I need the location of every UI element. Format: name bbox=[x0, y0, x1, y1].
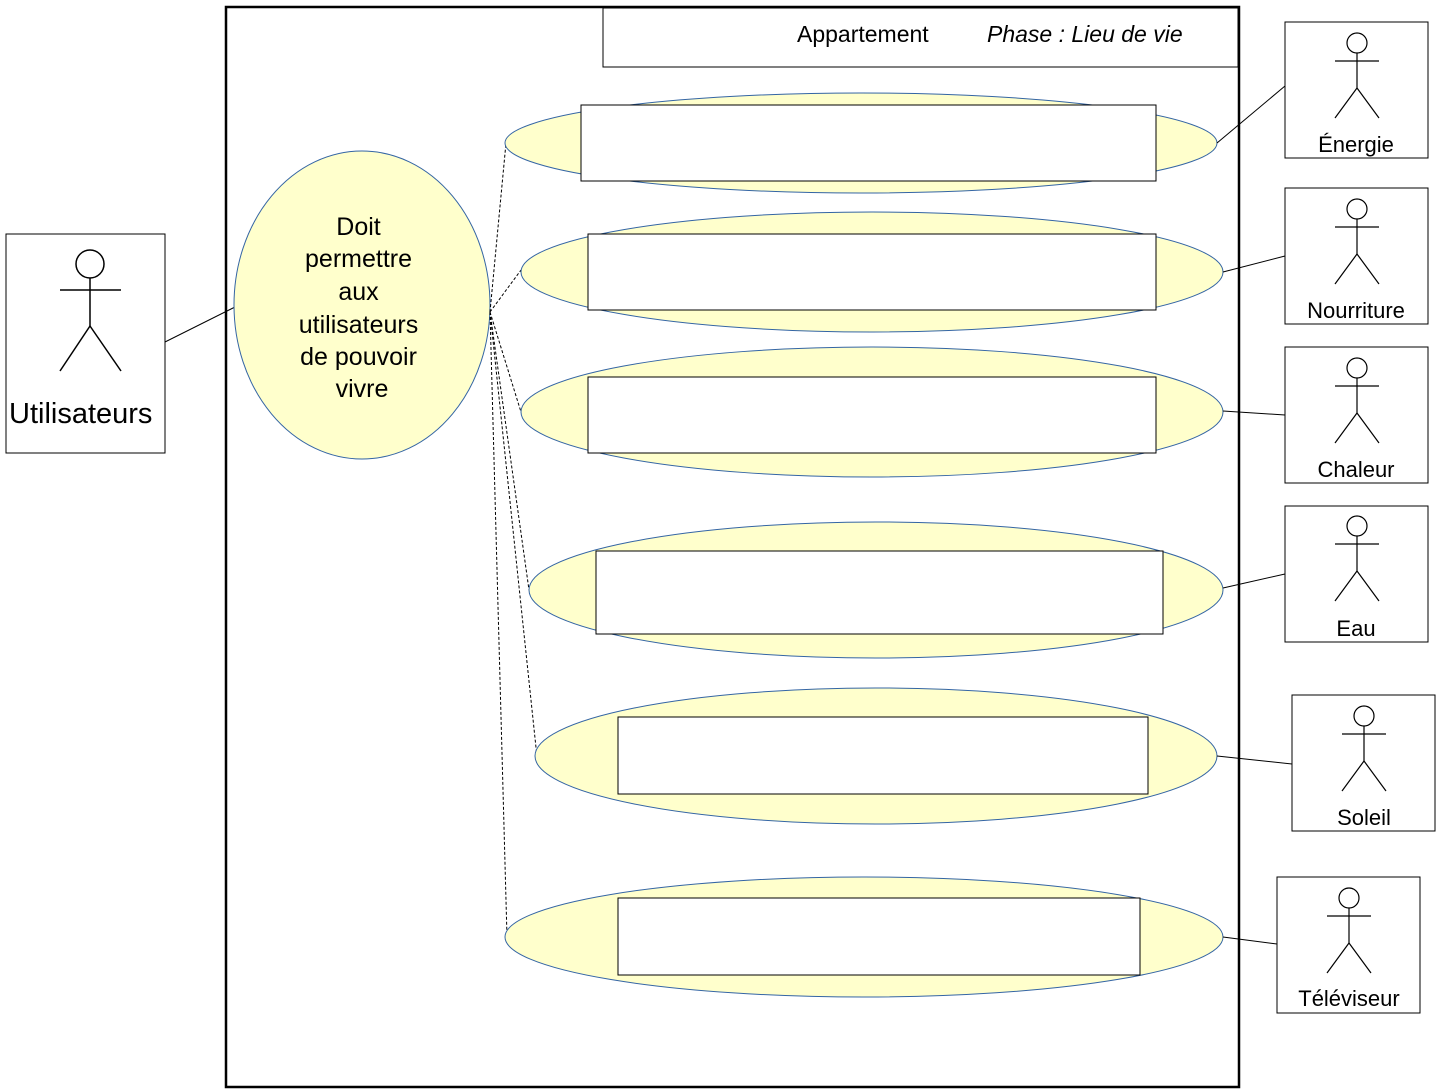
sub-use-case bbox=[520, 346, 1224, 478]
stick-figure-icon bbox=[1334, 515, 1380, 602]
actor-label: Soleil bbox=[1337, 805, 1391, 830]
actor-label: Nourriture bbox=[1307, 298, 1405, 323]
association-line bbox=[1222, 255, 1286, 273]
stick-figure-icon bbox=[1341, 705, 1387, 792]
main-use-case-line: de pouvoir bbox=[300, 343, 417, 371]
association-line bbox=[164, 306, 236, 343]
association-line bbox=[1222, 410, 1286, 416]
actor-nourriture: Nourriture bbox=[1284, 187, 1429, 325]
include-line bbox=[489, 311, 508, 938]
include-line bbox=[489, 311, 522, 413]
actor-chaleur: Chaleur bbox=[1284, 346, 1429, 484]
actor-label: Énergie bbox=[1318, 132, 1394, 157]
actor-label: Chaleur bbox=[1317, 457, 1394, 482]
include-line bbox=[489, 269, 522, 313]
sub-use-case bbox=[534, 687, 1218, 825]
stick-figure-icon bbox=[1326, 887, 1372, 974]
association-lines bbox=[1216, 85, 1293, 945]
main-use-case-line: utilisateurs bbox=[299, 311, 419, 339]
sub-use-case bbox=[520, 211, 1224, 333]
stick-figure-icon bbox=[1334, 198, 1380, 285]
use-case-text-box bbox=[587, 233, 1157, 311]
stick-figure-icon bbox=[1334, 32, 1380, 119]
use-case-text-box bbox=[617, 897, 1141, 976]
main-use-case: Doit permettre aux utilisateurs de pouvo… bbox=[233, 150, 491, 460]
use-case-text-box bbox=[617, 716, 1149, 795]
main-use-case-line: permettre bbox=[305, 245, 412, 273]
sub-use-case bbox=[528, 521, 1224, 659]
actor-eau: Eau bbox=[1284, 505, 1429, 643]
include-line bbox=[489, 142, 507, 313]
svg-text:Doit permettre aux: Doit permettre aux utilisateurs de pouvo… bbox=[299, 213, 425, 403]
actor-label: Utilisateurs bbox=[9, 398, 152, 430]
actor-energie: Énergie bbox=[1284, 21, 1429, 159]
use-case-text-box bbox=[595, 550, 1164, 635]
stick-figure-icon bbox=[1334, 357, 1380, 444]
actor-utilisateurs: Utilisateurs bbox=[5, 233, 166, 454]
actor-label: Eau bbox=[1336, 616, 1375, 641]
association-line bbox=[1216, 85, 1286, 144]
actor-soleil: Soleil bbox=[1291, 694, 1436, 832]
actor-label: Téléviseur bbox=[1298, 986, 1399, 1011]
main-use-case-line: aux bbox=[338, 278, 379, 306]
system-boundary bbox=[224, 5, 1241, 1089]
main-use-case-line: vivre bbox=[336, 375, 389, 403]
main-use-case-line: Doit bbox=[336, 213, 381, 241]
association-line bbox=[1216, 755, 1293, 765]
use-case-text-box bbox=[580, 104, 1157, 182]
system-header-box bbox=[602, 7, 1239, 68]
system-name: Appartement bbox=[797, 21, 929, 47]
stick-figure-icon bbox=[59, 249, 122, 372]
association-line bbox=[1222, 936, 1278, 945]
sub-use-case bbox=[504, 92, 1218, 194]
phase-label: Phase : Lieu de vie bbox=[987, 21, 1183, 47]
association-line bbox=[1222, 573, 1286, 589]
use-case-text-box bbox=[587, 376, 1157, 454]
actor-televiseur: Téléviseur bbox=[1276, 876, 1421, 1014]
include-line bbox=[489, 311, 530, 591]
sub-use-case bbox=[504, 876, 1224, 998]
include-lines bbox=[489, 142, 538, 938]
include-line bbox=[489, 311, 538, 758]
